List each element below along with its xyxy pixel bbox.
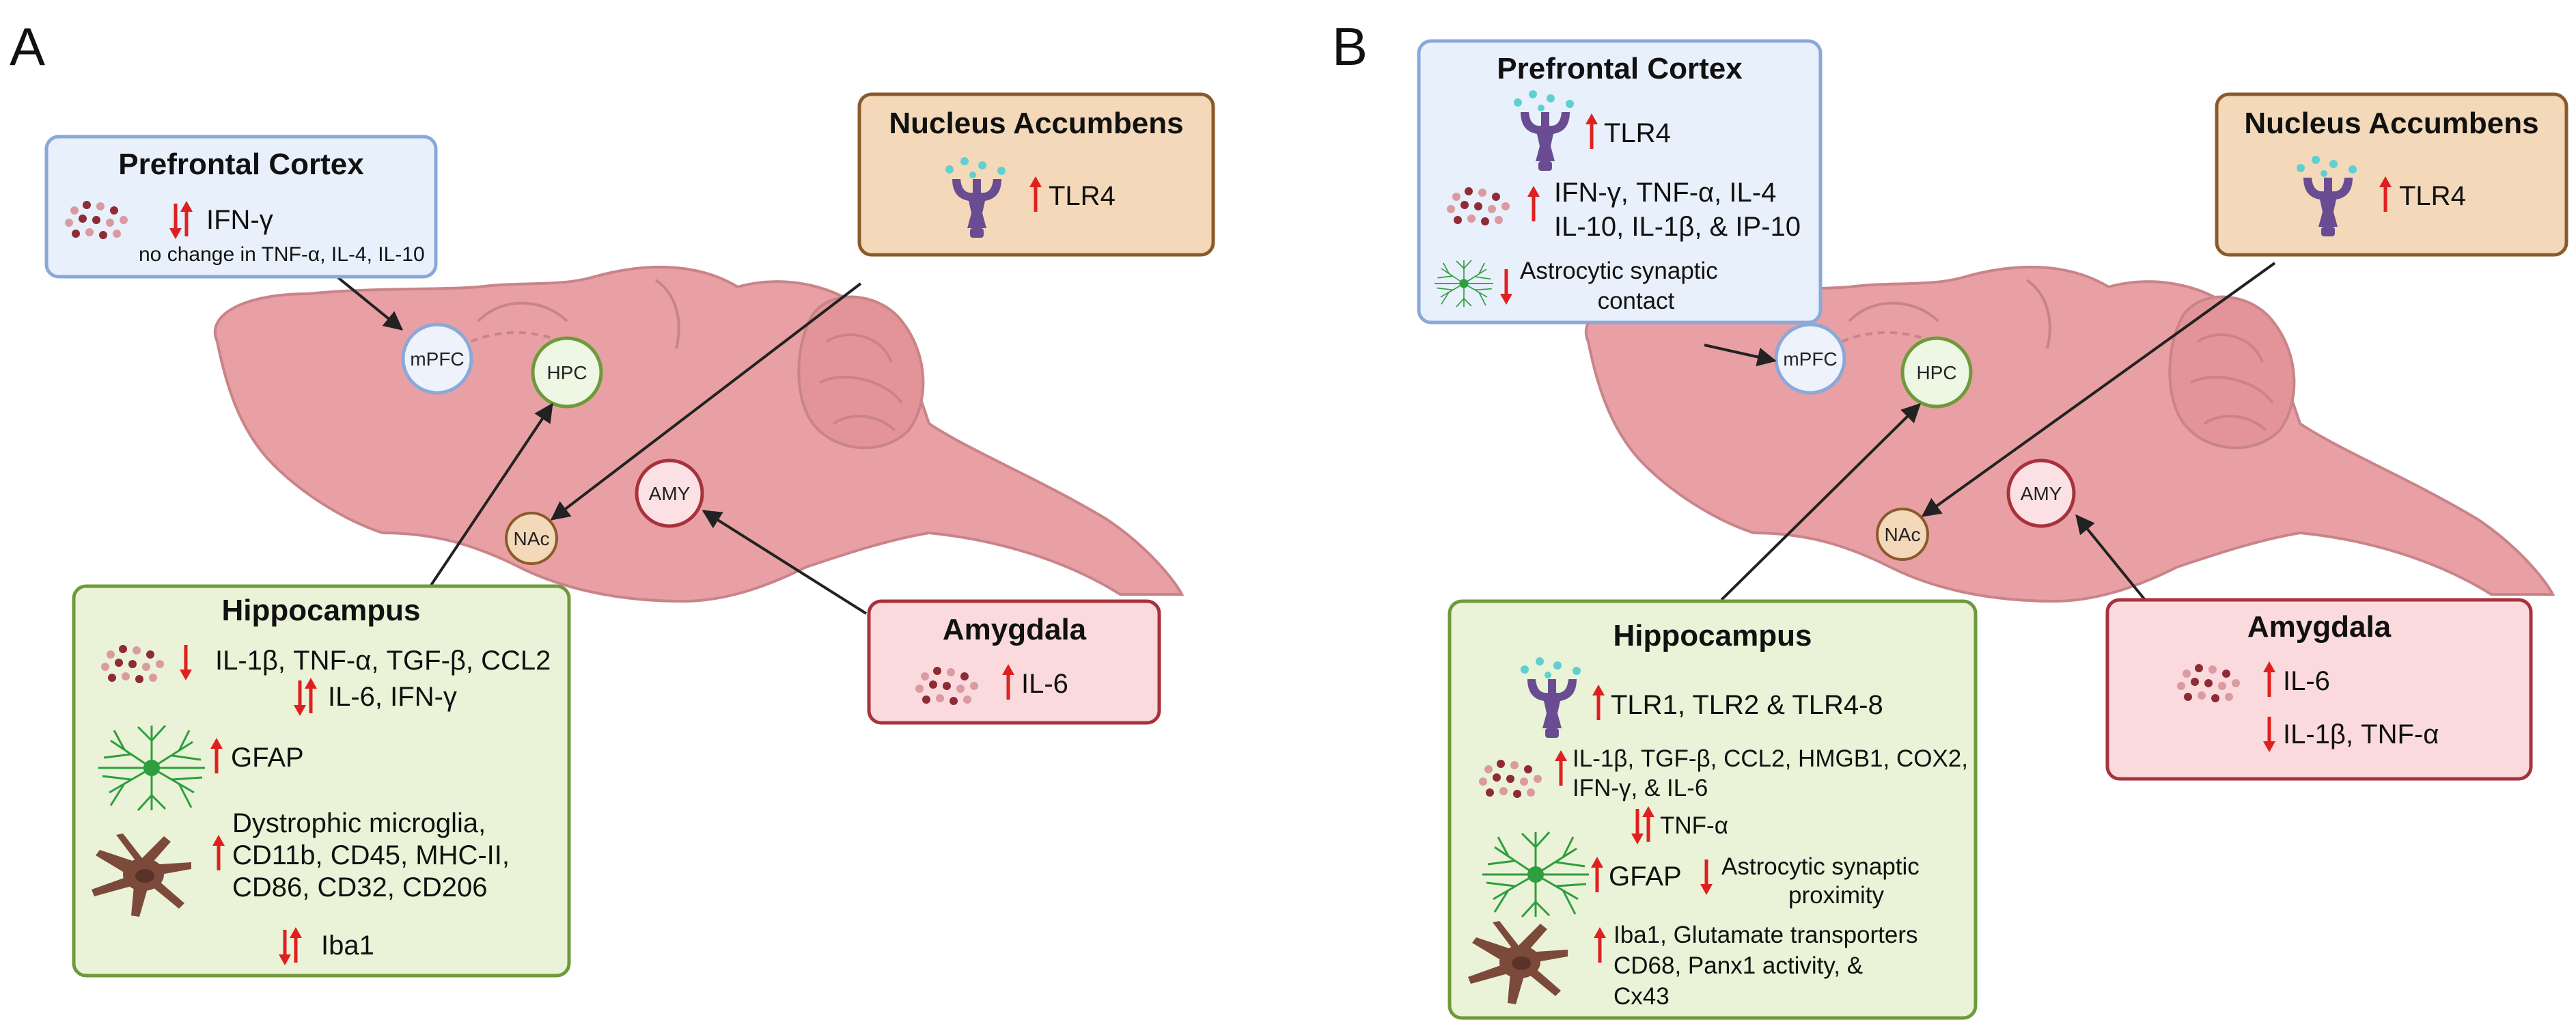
amy-line2-b: IL-1β, TNF-α [2283,719,2439,749]
nac-line1-a: TLR4 [1049,181,1116,211]
pfc-box-a: Prefrontal Cortex IFN-γ no change in TNF… [44,135,438,279]
nac-box-a: Nucleus Accumbens TLR4 [857,92,1215,257]
hpc-micro1-b: Iba1, Glutamate transporters [1614,922,1918,948]
hpc-cyto1-b: IL-1β, TGF-β, CCL2, HMGB1, COX2, [1573,745,1968,772]
hpc-micro2-a: CD11b, CD45, MHC-II, [232,840,510,870]
nac-line1-b: TLR4 [2399,181,2466,211]
hpc-label-a: HPC [546,362,587,383]
hpc-astro2-b: Astrocytic synaptic [1721,853,1920,880]
amy-box-a: Amygdala IL-6 [867,599,1161,725]
pfc-cyto2-b: IL-10, IL-1β, & IP-10 [1554,212,1801,242]
hpc-tlr-b: TLR1, TLR2 & TLR4-8 [1611,690,1883,720]
amy-box-b: Amygdala IL-6 IL-1β, TNF-α [2105,598,2533,781]
mpfc-label-b: mPFC [1783,348,1837,370]
amy-title-a: Amygdala [943,613,1087,646]
amy-node-b [2006,458,2076,528]
hpc-astro-a: GFAP [231,743,304,773]
pfc-box-b: Prefrontal Cortex TLR4 IFN-γ, TNF-α, IL-… [1417,39,1823,325]
hpc-micro3-a: CD86, CD32, CD206 [232,872,488,903]
hpc-micro2-b: CD68, Panx1 activity, & [1614,952,1863,979]
nac-title-b: Nucleus Accumbens [2244,107,2538,140]
amy-node-a [635,458,704,528]
panel-b-letter: B [1332,16,1368,77]
hpc-node-b [1900,336,1973,409]
hpc-cyto2-a: IL-6, IFN-γ [328,682,457,712]
amy-title-b: Amygdala [2247,610,2392,644]
hpc-title-a: Hippocampus [222,594,421,627]
hpc-micro3-b: Cx43 [1614,983,1670,1010]
connector-arrows-b [1704,262,2276,601]
panel-a-letter: A [10,16,45,77]
nac-node-a [505,512,558,565]
nac-label-a: NAc [514,528,550,549]
hpc-label-b: HPC [1916,362,1956,383]
pfc-line1-a: IFN-γ [206,205,273,235]
amy-line1-a: IL-6 [1021,669,1068,699]
hpc-cyto2-b: IFN-γ, & IL-6 [1573,775,1708,801]
nac-node-b [1876,508,1929,561]
hpc-title-b: Hippocampus [1614,619,1812,652]
mpfc-node-a [401,322,473,395]
hpc-astro3-b: proximity [1788,882,1885,909]
connector-arrows-a [335,275,868,615]
hpc-node-a [531,336,603,409]
nac-label-b: NAc [1885,524,1921,545]
hpc-astro1-b: GFAP [1609,862,1682,892]
hpc-iba-a: Iba1 [321,931,374,961]
pfc-title-b: Prefrontal Cortex [1497,52,1743,85]
pfc-tlr-b: TLR4 [1604,118,1671,148]
hpc-box-b: Hippocampus TLR1, TLR2 & TLR4-8 IL-1β, T… [1448,599,1978,1020]
pfc-title-a: Prefrontal Cortex [118,148,364,181]
amy-line1-b: IL-6 [2283,666,2330,696]
amy-label-b: AMY [2021,483,2062,504]
pfc-cyto1-b: IFN-γ, TNF-α, IL-4 [1554,178,1776,208]
nac-title-a: Nucleus Accumbens [889,107,1183,140]
nac-box-b: Nucleus Accumbens TLR4 [2215,92,2568,257]
mpfc-label-a: mPFC [410,348,464,370]
hpc-cyto1-a: IL-1β, TNF-α, TGF-β, CCL2 [215,646,551,676]
pfc-astro1-b: Astrocytic synaptic [1520,258,1718,284]
brain-panel-a [213,265,1185,603]
amy-label-a: AMY [649,483,691,504]
pfc-line2-a: no change in TNF-α, IL-4, IL-10 [139,243,425,266]
pfc-astro2-b: contact [1598,288,1675,314]
hpc-box-a: Hippocampus IL-1β, TNF-α, TGF-β, CCL2 IL… [72,584,571,978]
hpc-micro1-a: Dystrophic microglia, [232,808,486,838]
hpc-cyto3-b: TNF-α [1660,812,1728,839]
